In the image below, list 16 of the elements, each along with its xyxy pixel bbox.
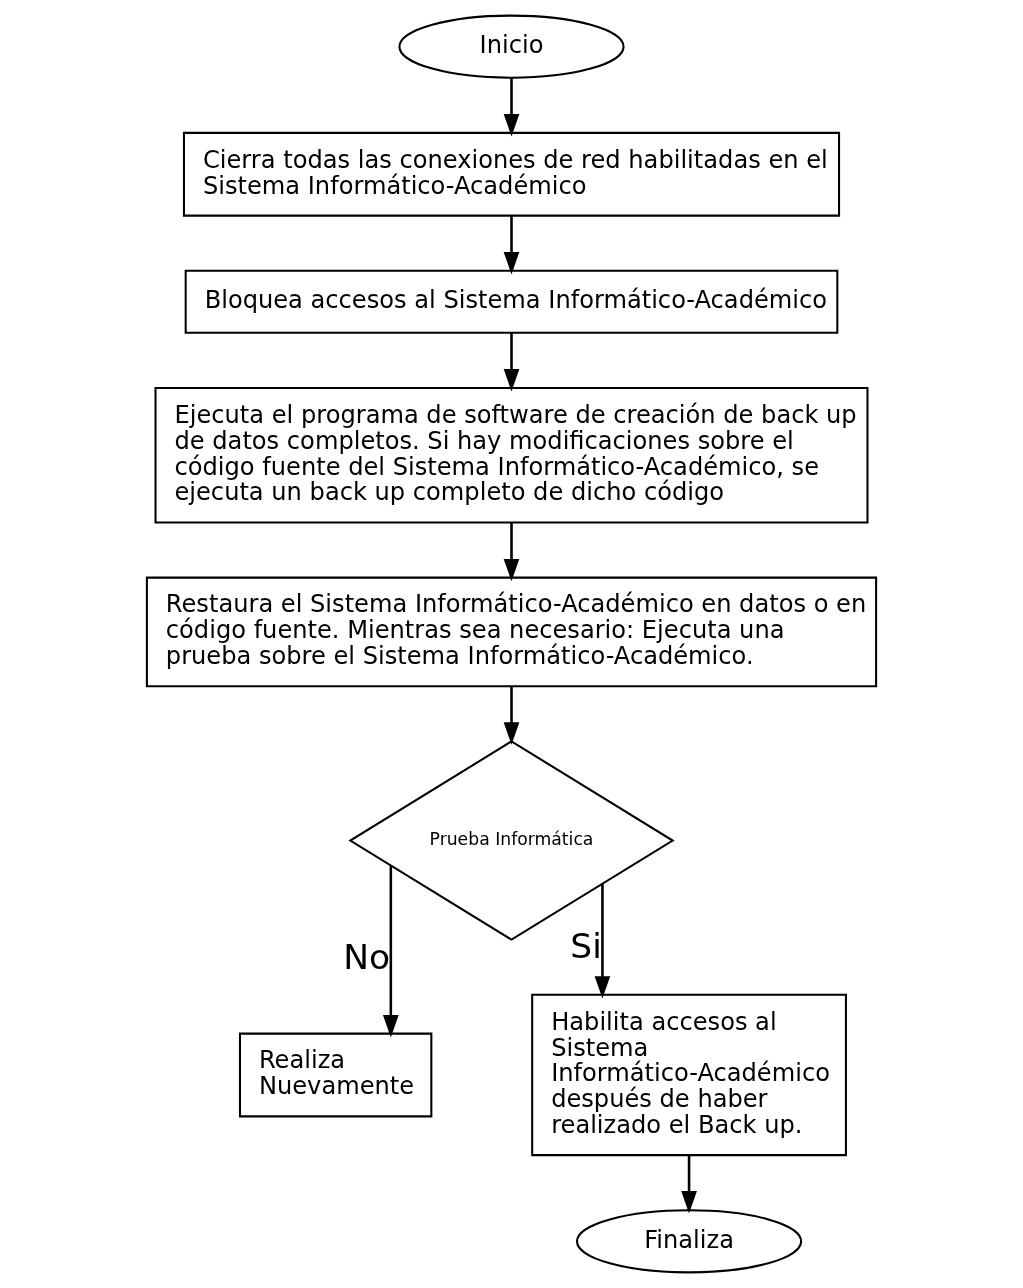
node-ellipse: Inicio xyxy=(398,14,625,79)
node-box: Habilita accesos al Sistema Informático-Académico después de haber realizado el Back up. xyxy=(531,993,847,1157)
arrow xyxy=(503,78,520,137)
arrow xyxy=(681,1155,697,1214)
arrow xyxy=(503,216,520,275)
node-ellipse: Finaliza xyxy=(575,1209,803,1274)
node-box: Ejecuta el programa de software de creación de back up de datos completos. Si hay modificaciones sobre el código fuente del Sistema Informático-Académico, se ejecuta un back up completo de dicho código xyxy=(154,386,869,524)
arrow xyxy=(503,332,520,392)
node-box: Bloquea accesos al Sistema Informático-Académico xyxy=(184,269,839,334)
arrow xyxy=(594,884,611,999)
node-box: Cierra todas las conexiones de red habilitadas en el Sistema Informático-Académico xyxy=(182,131,841,217)
node-box: Restaura el Sistema Informático-Académico en datos o en código fuente. Mientras sea necesario: Ejecuta una prueba sobre el Sistema Informático-Académico. xyxy=(145,576,878,688)
arrow xyxy=(503,686,520,745)
node-box: Realiza Nuevamente xyxy=(238,1032,433,1118)
arrow xyxy=(503,522,520,582)
arrow xyxy=(382,865,399,1038)
